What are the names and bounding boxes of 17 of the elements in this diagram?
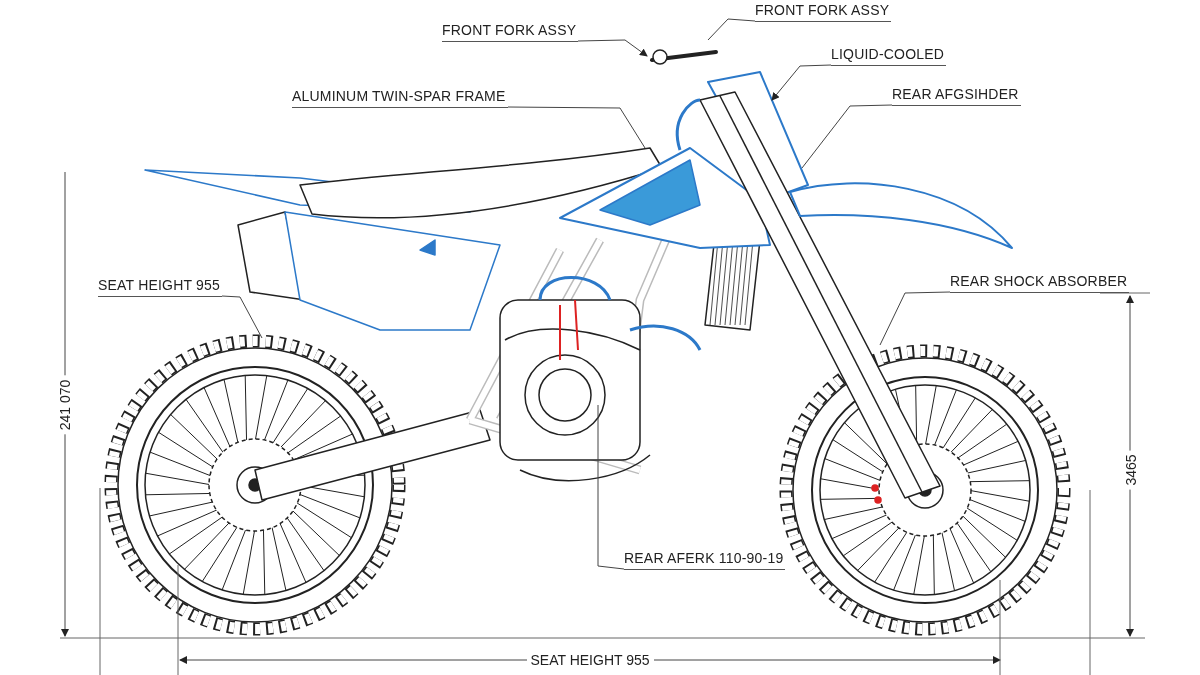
- leader-line: [707, 18, 756, 41]
- callout-label: LIQUID-COOLED: [831, 46, 947, 66]
- leader-line: [597, 404, 625, 570]
- callout-label: FRONT FORK ASSY: [755, 2, 892, 22]
- leader-line: [221, 295, 263, 339]
- callout-label: SEAT HEIGHT 955: [98, 277, 223, 297]
- callout-label: ALUMINUM TWIN-SPAR FRAME: [292, 88, 508, 108]
- callout-label: REAR SHOCK ABSORBER: [950, 273, 1130, 293]
- leader-line: [879, 291, 951, 346]
- leader-line: [577, 39, 648, 57]
- leader-line: [801, 104, 893, 169]
- leader-line: [771, 64, 832, 101]
- callout-label: REAR AFERK 110-90-19: [624, 550, 786, 570]
- dimension-label: SEAT HEIGHT 955: [526, 652, 654, 668]
- leader-line: [507, 106, 646, 149]
- callout-label: REAR AFGSIHDER: [892, 86, 1021, 106]
- callout-label: FRONT FORK ASSY: [442, 22, 579, 42]
